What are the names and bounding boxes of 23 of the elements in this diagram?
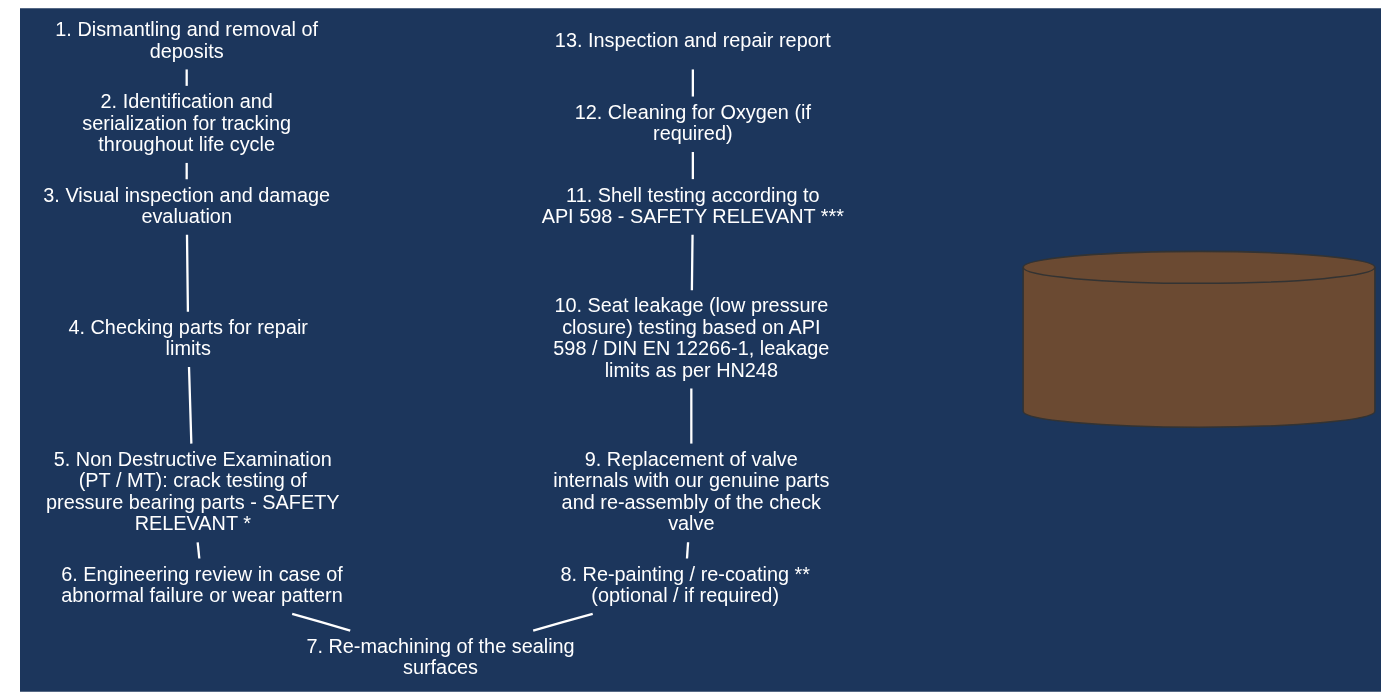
node-text: 5. Non Destructive Examination (PT / MT): crack testing of pressure bearing parts - SAFETY RELEVANT *: [45, 448, 340, 535]
node-text: 2. Identification and serialization for tracking throughout life cycle: [81, 90, 291, 156]
node-text: 9. Replacement of valve internals with our genuine parts and re-assembly of the check valve: [552, 448, 829, 535]
node-text: 8. Re-painting / re-coating ** (optional / if required): [559, 562, 810, 607]
node-text: 6. Engineering review in case of abnormal failure or wear pattern: [60, 562, 343, 607]
connector: [185, 234, 189, 312]
connector: [691, 69, 694, 97]
node-text: 4. Checking parts for repair limits: [67, 315, 308, 360]
connector: [196, 542, 200, 559]
node-text: 1. Dismantling and removal of deposits: [54, 18, 318, 62]
connector: [187, 367, 192, 444]
node-text: 3. Visual inspection and damage evaluation: [42, 183, 330, 227]
connector: [689, 388, 692, 444]
node-text: 11. Shell testing according to API 598 - SAFETY RELEVANT ***: [541, 183, 844, 227]
node-text: 12. Cleaning for Oxygen (if required): [574, 100, 811, 145]
node-text: 13. Inspection and repair report: [554, 29, 831, 52]
connector: [690, 234, 694, 291]
connector: [691, 152, 694, 180]
connector: [532, 612, 593, 632]
connector: [291, 612, 351, 632]
connector: [685, 542, 689, 559]
node-text: 10. Seat leakage (low pressure closure) testing based on API 598 / DIN EN 12266-1, leakage limits as per HN248: [552, 294, 829, 381]
node-text: 7. Re-machining of the sealing surfaces: [305, 634, 575, 679]
